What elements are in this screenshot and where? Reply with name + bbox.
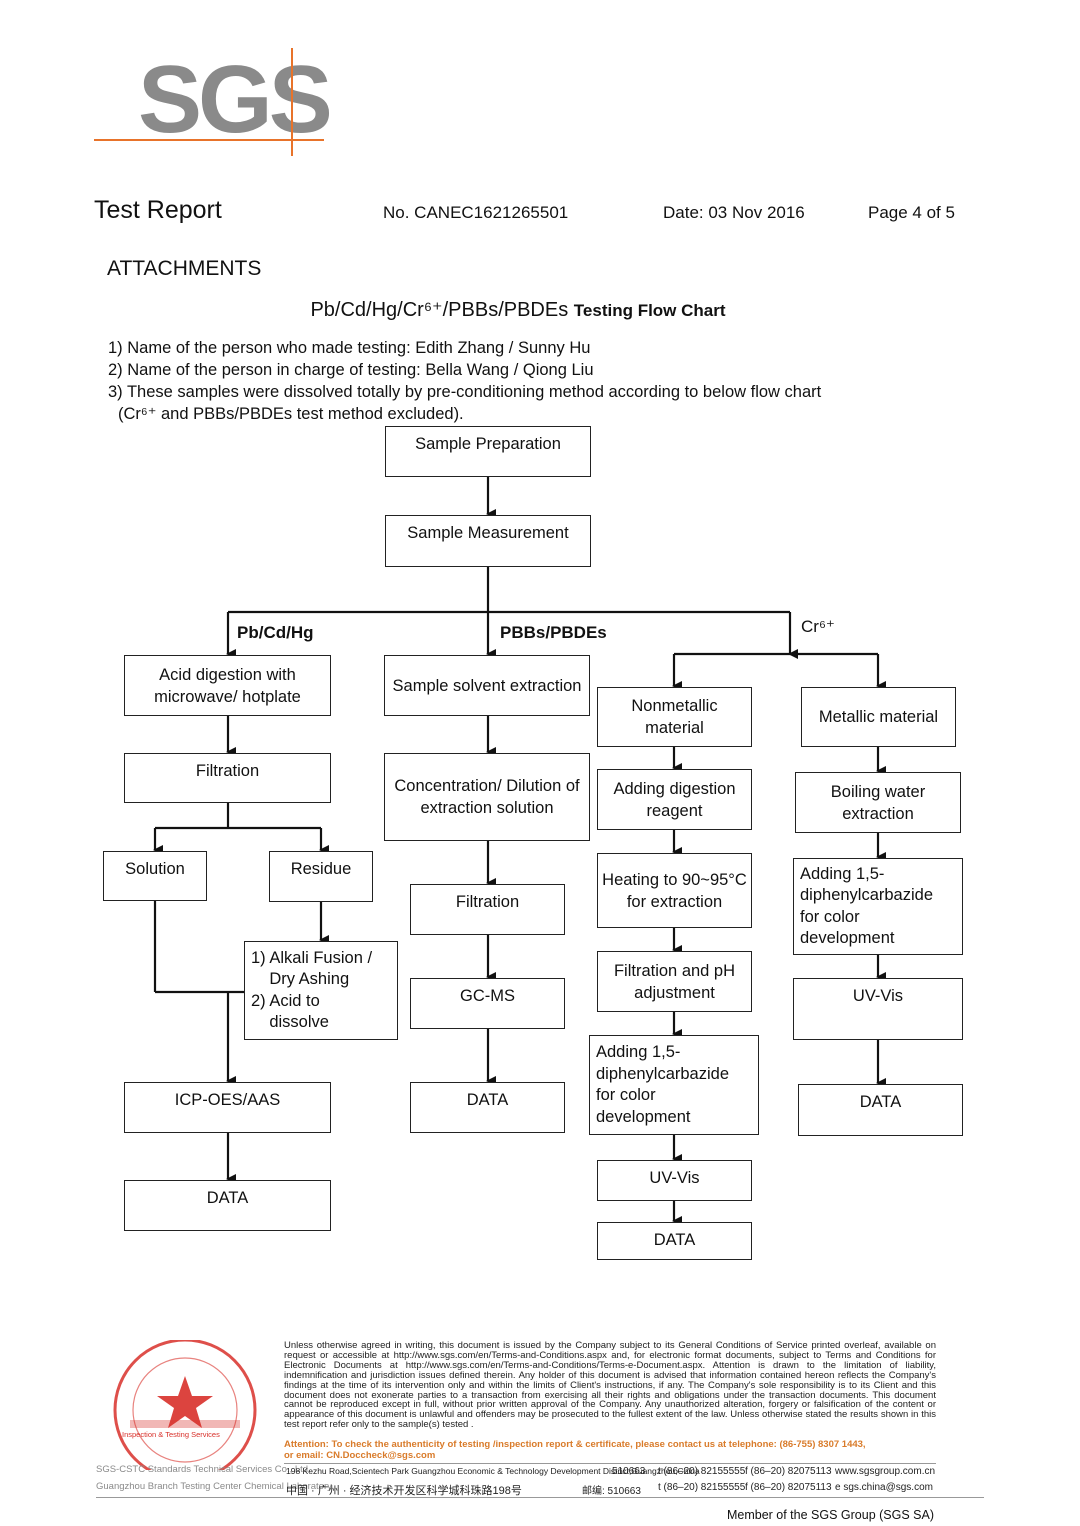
attention-line: Attention: To check the authenticity of … (284, 1439, 866, 1450)
digestion-reagent-box: Adding digestion reagent (597, 769, 752, 830)
email: e sgs.china@sgs.com (835, 1482, 933, 1493)
metallic-material-box: Metallic material (801, 687, 956, 747)
metal-uv-vis-box: UV-Vis (793, 978, 963, 1040)
company-line-1: SGS-CSTC Standards Technical Services Co… (96, 1464, 311, 1475)
attachments-heading: ATTACHMENTS (107, 257, 262, 280)
note-3-cont: (Cr⁶⁺ and PBBs/PBDEs test method exclude… (118, 405, 464, 423)
logo-lines (94, 48, 324, 156)
sample-preparation-box: Sample Preparation (385, 426, 591, 477)
solvent-extraction-box: Sample solvent extraction (384, 655, 590, 716)
report-date: Date: 03 Nov 2016 (663, 203, 805, 222)
company-seal (113, 1340, 257, 1470)
report-number: No. CANEC1621265501 (383, 203, 569, 222)
branch-label-pbb: PBBs/PBDEs (500, 623, 607, 642)
address-en: 198 Kezhu Road,Scientech Park Guangzhou … (286, 1466, 700, 1476)
metal-diphenylcarbazide-box: Adding 1,5- diphenylcarbazide for color … (793, 858, 963, 955)
solution-box: Solution (103, 851, 207, 901)
flow-chart-title-suffix: Testing Flow Chart (573, 301, 726, 320)
page-number: Page 4 of 5 (868, 203, 955, 222)
address-cn: 中国 · 广州 · 经济技术开发区科学城科珠路198号 (286, 1485, 522, 1497)
alkali-fusion-box: 1) Alkali Fusion / Dry Ashing 2) Acid to… (244, 941, 398, 1040)
flow-connectors (153, 477, 886, 1226)
flow-chart-title-main: Pb/Cd/Hg/Cr⁶⁺/PBBs/PBDEs (310, 299, 569, 321)
terms-fine-print: Unless otherwise agreed in writing, this… (284, 1340, 936, 1431)
metals-filtration-box: Filtration (124, 753, 331, 803)
company-line-2: Guangzhou Branch Testing Center Chemical… (96, 1481, 332, 1492)
branch-label-metals: Pb/Cd/Hg (237, 623, 314, 642)
gc-ms-box: GC-MS (410, 978, 565, 1029)
metals-data-box: DATA (124, 1180, 331, 1231)
note-1: 1) Name of the person who made testing: … (108, 339, 591, 357)
branch-label-cr: Cr⁶⁺ (801, 617, 835, 636)
website: www.sgsgroup.com.cn (835, 1466, 936, 1477)
filtration-ph-box: Filtration and pH adjustment (597, 951, 752, 1012)
pbb-filtration-box: Filtration (410, 884, 565, 935)
flow-chart-title: Pb/Cd/Hg/Cr⁶⁺/PBBs/PBDEs Testing Flow Ch… (0, 297, 1036, 322)
nonmetal-data-box: DATA (597, 1222, 752, 1260)
fax-en: f (86–20) 82075113 (745, 1466, 832, 1477)
postcode-en: 510663 (612, 1466, 646, 1477)
heating-box: Heating to 90~95°C for extraction (597, 853, 752, 928)
boiling-water-box: Boiling water extraction (795, 772, 961, 833)
sgs-logo: SGS (138, 46, 333, 153)
metal-data-box: DATA (798, 1084, 963, 1136)
seal-subtext: Inspection & Testing Services (122, 1430, 220, 1439)
nonmetal-diphenylcarbazide-box: Adding 1,5- diphenylcarbazide for color … (589, 1035, 759, 1135)
nonmetallic-material-box: Nonmetallic material (597, 687, 752, 747)
icp-oes-aas-box: ICP-OES/AAS (124, 1082, 331, 1133)
member-line: Member of the SGS Group (SGS SA) (726, 1508, 934, 1522)
report-title: Test Report (94, 196, 222, 224)
bottom-rule (96, 1497, 984, 1498)
pbb-data-box: DATA (410, 1082, 565, 1133)
footer-divider (284, 1463, 936, 1464)
residue-box: Residue (269, 851, 373, 902)
sample-measurement-box: Sample Measurement (385, 515, 591, 567)
note-2: 2) Name of the person in charge of testi… (108, 361, 594, 379)
nonmetal-uv-vis-box: UV-Vis (597, 1160, 752, 1201)
tel-cn: t (86–20) 82155555 (658, 1482, 746, 1493)
attention-email: or email: CN.Doccheck@sgs.com (284, 1450, 436, 1461)
postcode-cn: 邮编: 510663 (582, 1486, 641, 1497)
tel-en: t (86–20) 82155555 (658, 1466, 746, 1477)
fax-cn: f (86–20) 82075113 (745, 1482, 832, 1493)
acid-digestion-box: Acid digestion with microwave/ hotplate (124, 655, 331, 716)
note-3: 3) These samples were dissolved totally … (108, 383, 822, 401)
concentration-dilution-box: Concentration/ Dilution of extraction so… (384, 753, 590, 841)
